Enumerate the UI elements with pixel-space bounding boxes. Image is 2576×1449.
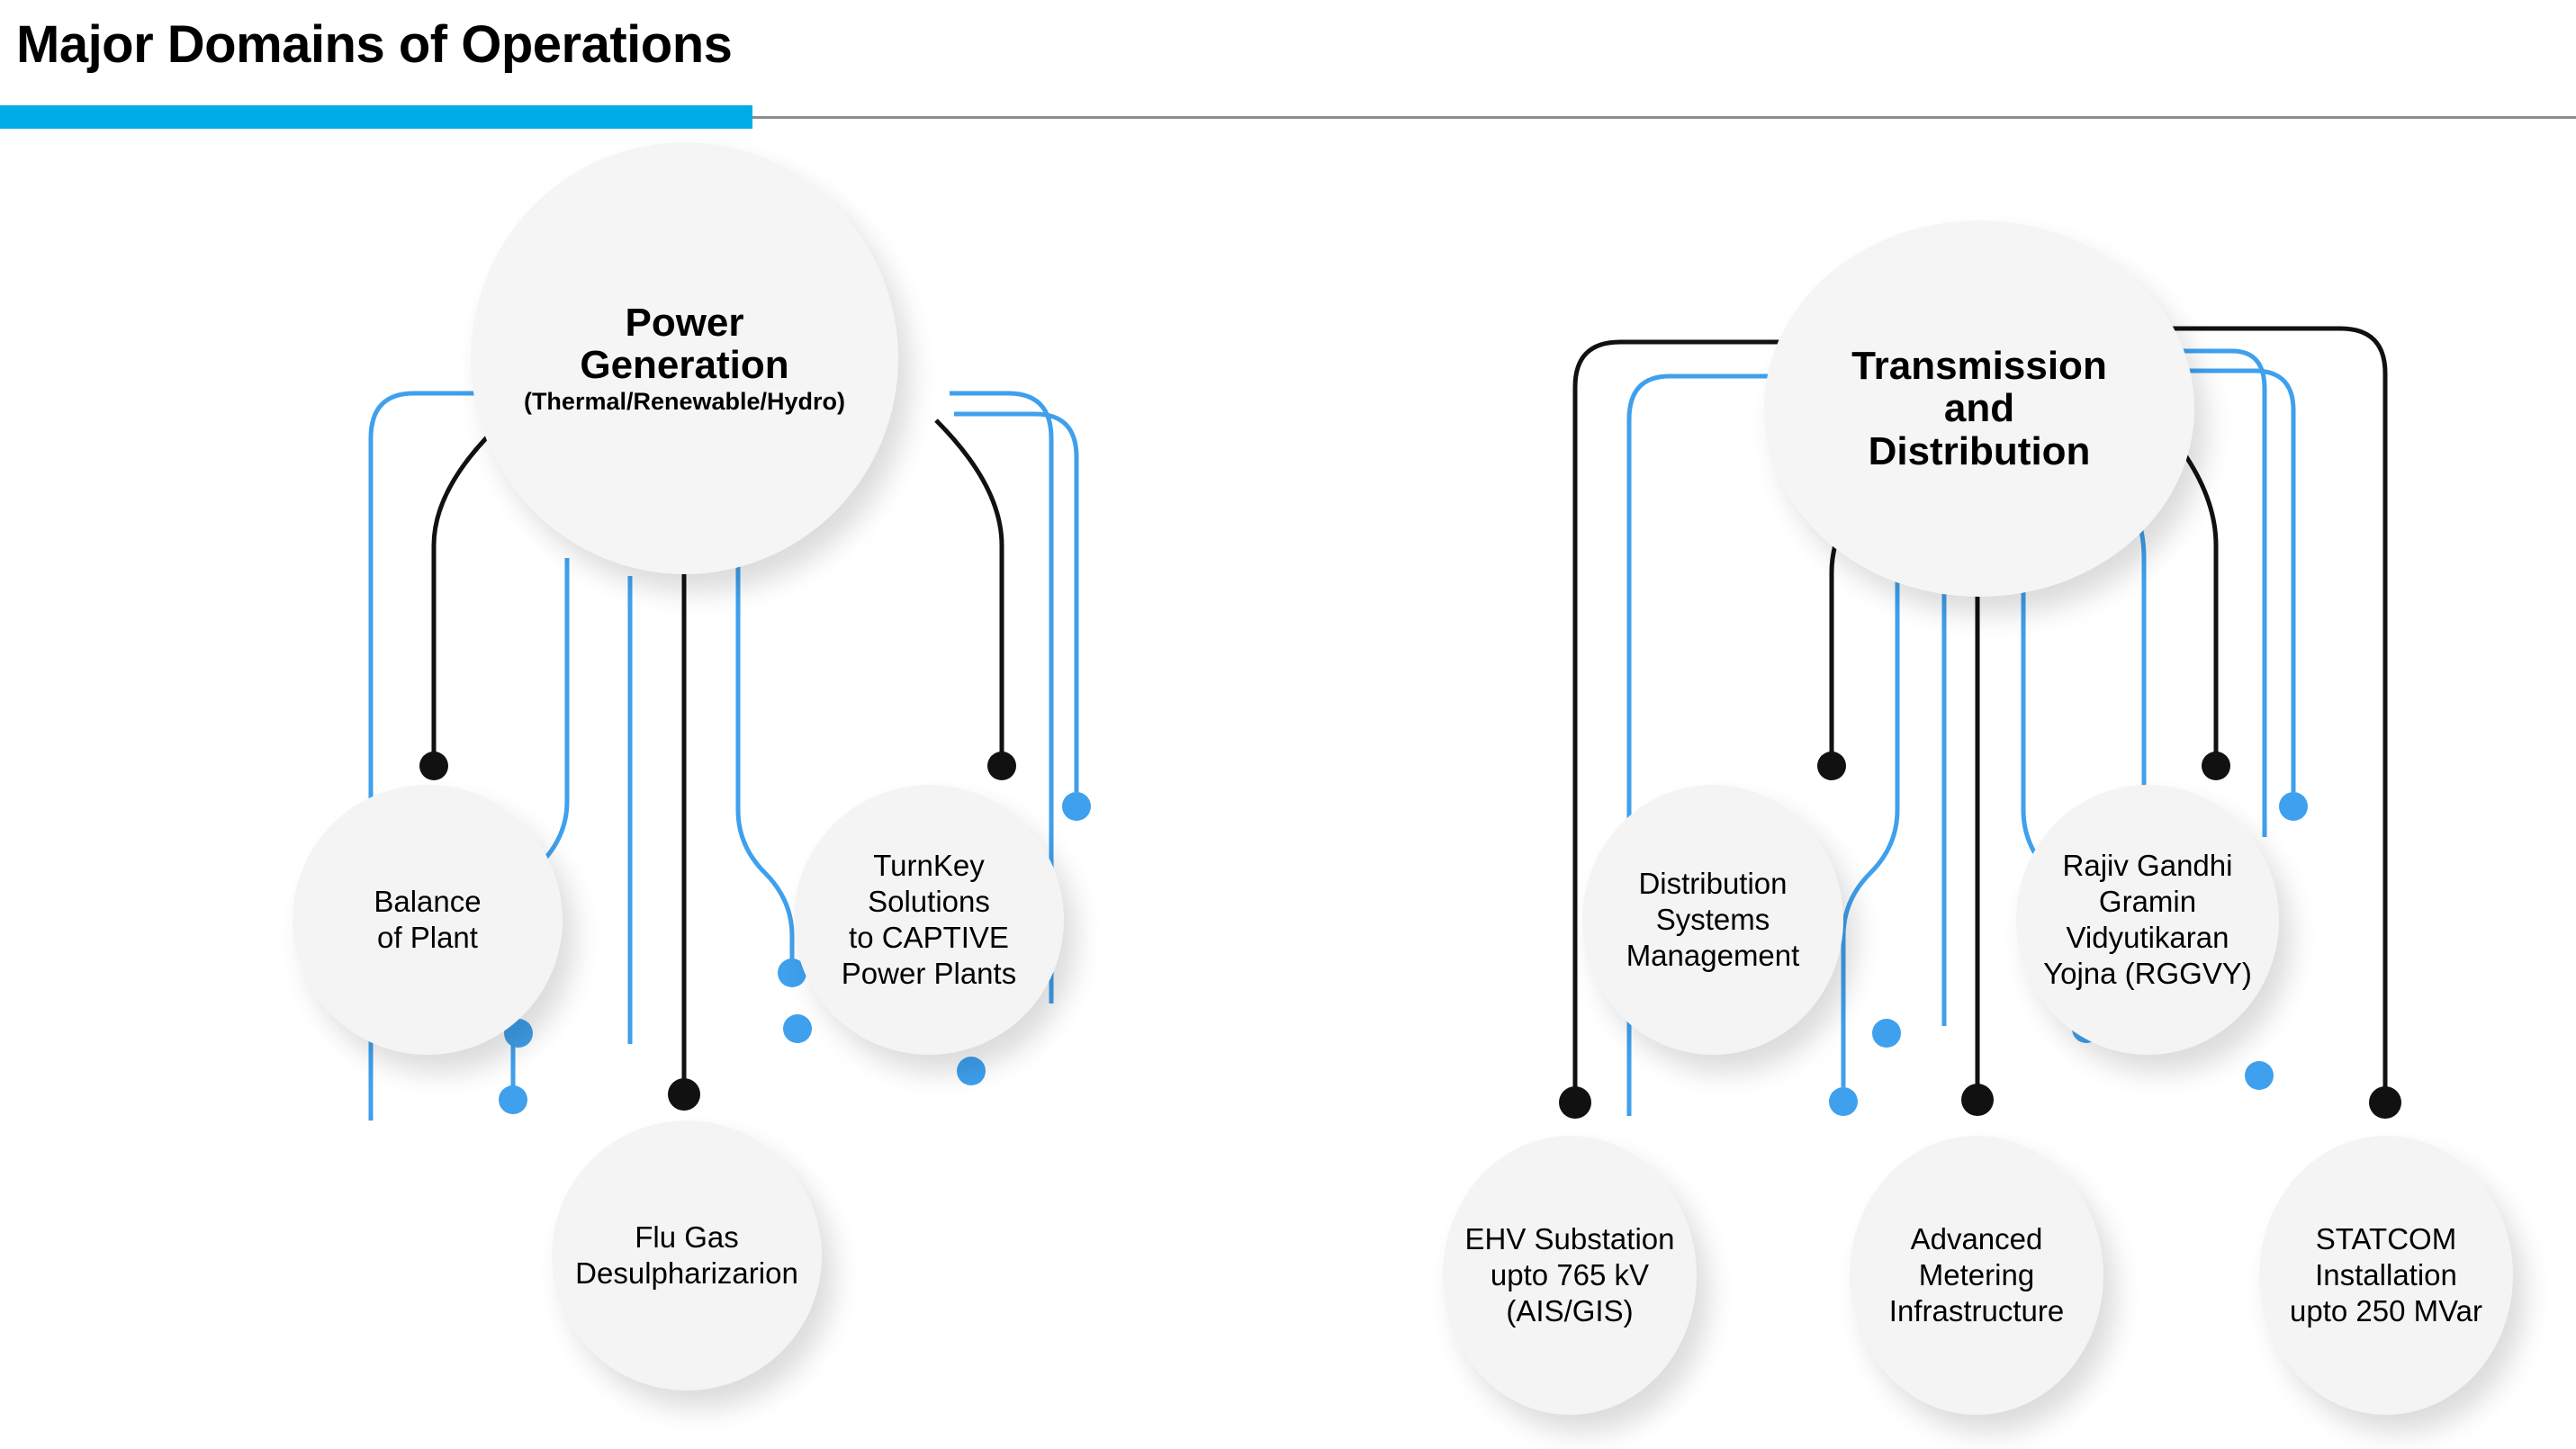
balance-of-plant-line1: Balance <box>374 884 482 918</box>
balance-of-plant-line2: of Plant <box>377 921 478 954</box>
connector-dot-blue-bracket-outer-right <box>2279 792 2308 821</box>
hub-power-generation-line1: Power <box>625 300 744 345</box>
connector-dot-distribution-systems-blue <box>1872 1019 1901 1048</box>
rggvy-line3: Vidyutikaran <box>2066 921 2229 954</box>
turnkey-line3: to CAPTIVE <box>849 921 1009 954</box>
connector-dot-distribution-systems <box>1817 752 1846 780</box>
connector-blue-left-bracket-right-group <box>1626 374 1854 1116</box>
connector-dot-balance-of-plant <box>419 752 448 780</box>
connector-balance-of-plant <box>431 418 506 752</box>
connector-dot-ehv-substation <box>1559 1086 1591 1119</box>
hub-transmission-distribution[interactable]: Transmission and Distribution <box>1764 220 2194 597</box>
node-turnkey-solutions[interactable]: TurnKey Solutions to CAPTIVE Power Plant… <box>794 785 1064 1055</box>
connector-ehv-substation <box>1572 339 1854 1087</box>
connector-dot-flu-gas <box>668 1078 700 1111</box>
connector-dot-turnkey-bottom <box>957 1057 986 1085</box>
node-distribution-systems-management[interactable]: Distribution Systems Management <box>1582 785 1843 1055</box>
hub-transmission-line3: Distribution <box>1868 428 2091 473</box>
connector-dot-blue-inner-left <box>499 1085 527 1114</box>
node-ehv-substation-label: EHV Substation upto 765 kV (AIS/GIS) <box>1458 1221 1682 1330</box>
connector-blue-bracket-outer-right <box>2102 368 2296 792</box>
connector-dot-blue-scurve-left <box>1829 1087 1858 1116</box>
ami-line1: Advanced <box>1910 1221 2043 1256</box>
node-statcom-label: STATCOM Installation upto 250 MVar <box>2283 1221 2490 1330</box>
connector-dot-turnkey <box>987 752 1016 780</box>
turnkey-line2: Solutions <box>868 884 990 918</box>
statcom-line2: Installation <box>2315 1257 2457 1292</box>
dsm-line1: Distribution <box>1638 866 1788 900</box>
node-distribution-systems-label: Distribution Systems Management <box>1619 866 1807 975</box>
turnkey-line1: TurnKey <box>873 848 985 882</box>
statcom-line3: upto 250 MVar <box>2289 1294 2483 1328</box>
node-turnkey-label: TurnKey Solutions to CAPTIVE Power Plant… <box>834 848 1023 993</box>
page-title: Major Domains of Operations <box>16 15 733 74</box>
hub-power-generation-subtitle: (Thermal/Renewable/Hydro) <box>523 387 846 415</box>
connector-dot-statcom <box>2369 1086 2401 1119</box>
hub-power-generation-line2: Generation <box>580 343 789 388</box>
turnkey-line4: Power Plants <box>841 957 1017 991</box>
connector-dot-advanced-metering <box>1961 1084 1994 1116</box>
node-rajiv-gandhi-gramin-vidyutikaran-yojna[interactable]: Rajiv Gandhi Gramin Vidyutikaran Yojna (… <box>2016 785 2279 1055</box>
connector-dot-balance-of-plant-blue <box>504 1019 533 1048</box>
node-advanced-metering-label: Advanced Metering Infrastructure <box>1882 1221 2071 1330</box>
connector-dot-turnkey-left <box>783 1014 812 1043</box>
node-flu-gas-label: Flu Gas Desulpharizarion <box>568 1220 806 1292</box>
flu-gas-line2: Desulpharizarion <box>575 1256 798 1290</box>
connector-blue-scurve-right-group-left <box>1841 576 1900 1087</box>
node-statcom-installation[interactable]: STATCOM Installation upto 250 MVar <box>2259 1136 2513 1415</box>
title-divider-line <box>752 116 2576 119</box>
title-accent-bar <box>0 105 752 129</box>
connector-statcom <box>2097 326 2388 1087</box>
node-flu-gas-desulpharizarion[interactable]: Flu Gas Desulpharizarion <box>552 1120 822 1390</box>
connector-turnkey <box>934 418 1004 752</box>
node-rggvy-label: Rajiv Gandhi Gramin Vidyutikaran Yojna (… <box>2036 848 2259 993</box>
connector-left-outer-blue <box>368 391 491 1120</box>
node-balance-of-plant[interactable]: Balance of Plant <box>293 785 563 1055</box>
ehv-line3: (AIS/GIS) <box>1506 1294 1634 1328</box>
connector-dot-rggvy-bottom <box>2245 1061 2274 1090</box>
ehv-line2: upto 765 kV <box>1490 1257 1650 1292</box>
rggvy-line4: Yojna (RGGVY) <box>2043 957 2252 991</box>
dsm-line2: Systems <box>1655 902 1770 936</box>
ami-line3: Infrastructure <box>1888 1294 2065 1328</box>
node-ehv-substation[interactable]: EHV Substation upto 765 kV (AIS/GIS) <box>1443 1136 1697 1415</box>
connector-right-outer-blue <box>954 411 1079 792</box>
node-advanced-metering-infrastructure[interactable]: Advanced Metering Infrastructure <box>1850 1136 2103 1415</box>
statcom-line1: STATCOM <box>2315 1221 2457 1256</box>
dsm-line3: Management <box>1626 939 1800 973</box>
hub-power-generation-label: Power Generation (Thermal/Renewable/Hydr… <box>517 300 852 416</box>
hub-transmission-line1: Transmission <box>1851 343 2107 388</box>
connector-blue-inner-right <box>735 558 795 959</box>
hub-transmission-line2: and <box>1943 386 2015 431</box>
ehv-line1: EHV Substation <box>1464 1221 1675 1256</box>
flu-gas-line1: Flu Gas <box>635 1220 739 1254</box>
connector-dot-rggvy <box>2202 752 2230 780</box>
hub-power-generation[interactable]: Power Generation (Thermal/Renewable/Hydr… <box>471 142 898 574</box>
hub-transmission-distribution-label: Transmission and Distribution <box>1844 343 2114 473</box>
ami-line2: Metering <box>1918 1257 2035 1292</box>
connector-right-mid-blue-left <box>950 391 1054 1004</box>
rggvy-line1: Rajiv Gandhi <box>2062 848 2233 882</box>
connector-dot-blue-inner-right <box>778 958 806 987</box>
node-balance-of-plant-label: Balance of Plant <box>366 884 488 957</box>
rggvy-line2: Gramin <box>2098 884 2197 918</box>
connector-blue-bracket-mid-right <box>2097 348 2267 837</box>
connector-dot-right-outer-blue <box>1062 792 1091 821</box>
